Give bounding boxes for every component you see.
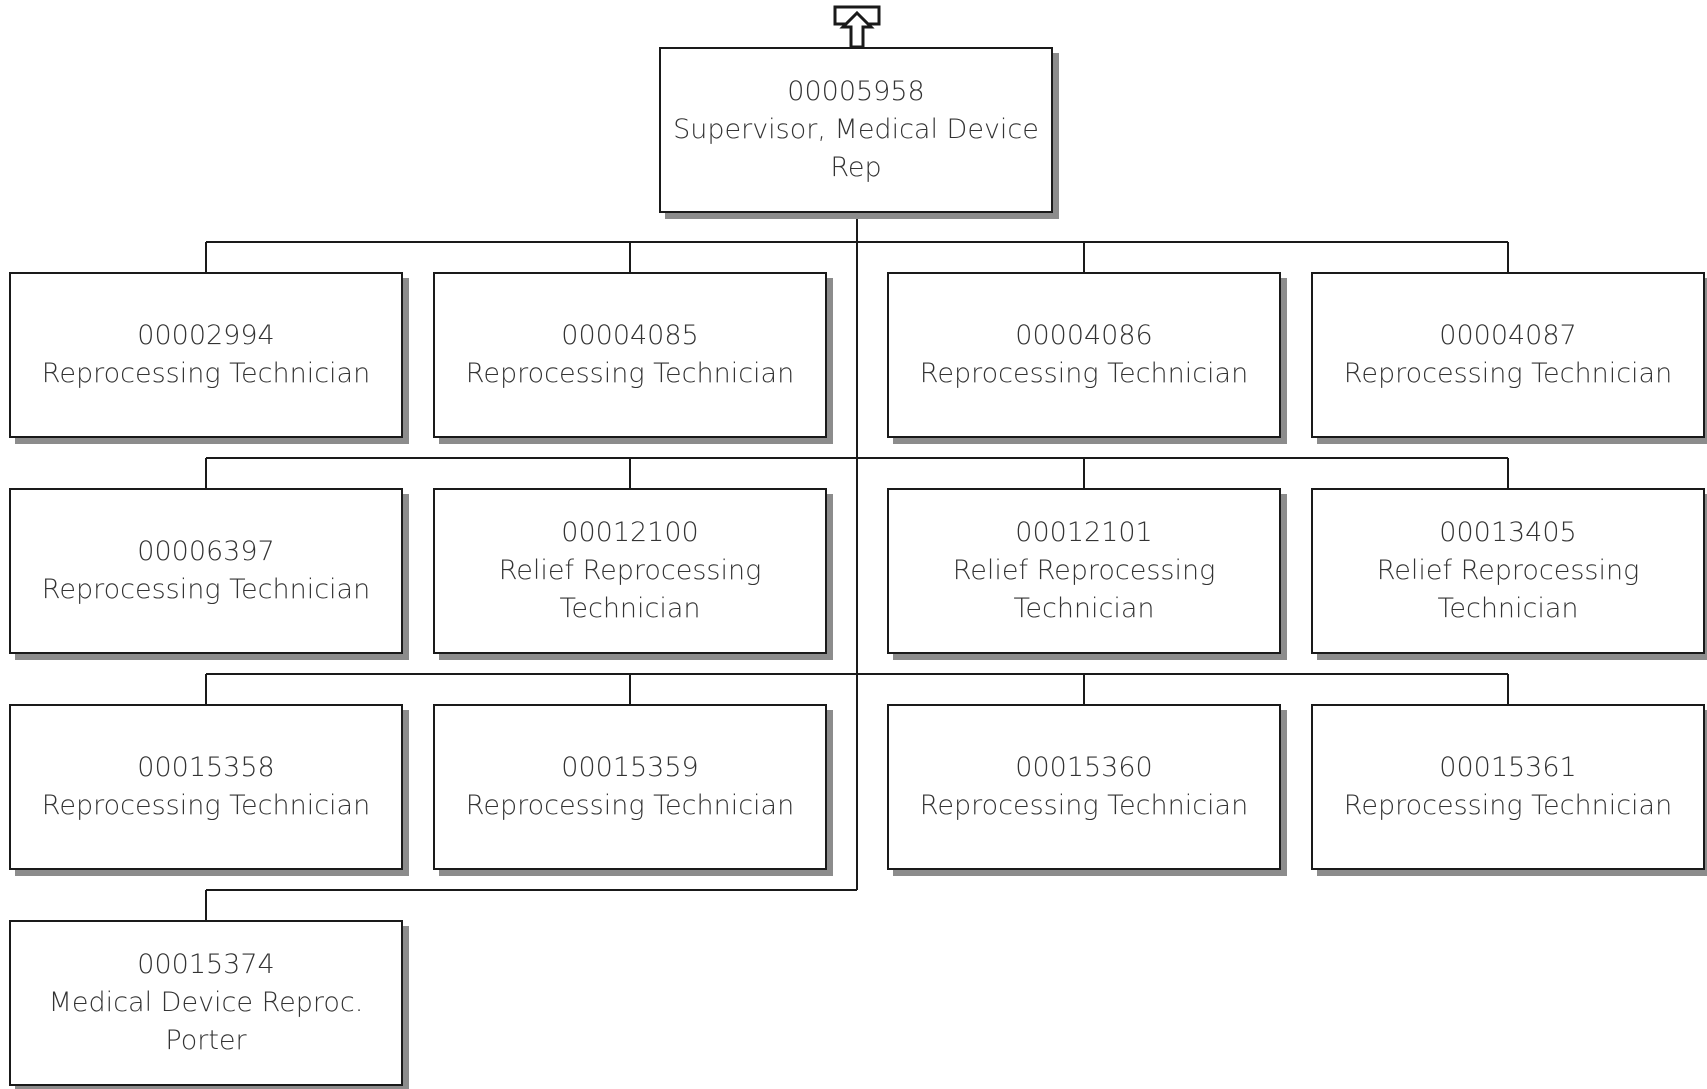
position-title: Reprocessing Technician: [919, 358, 1249, 389]
position-title: Supervisor, Medical Device Rep: [673, 114, 1039, 183]
position-id: 00012100: [561, 517, 699, 548]
position-title: Relief Reprocessing Technician: [952, 555, 1216, 624]
root-position-box[interactable]: 00005958 Supervisor, Medical Device Rep: [659, 47, 1053, 213]
position-id: 00006397: [137, 536, 275, 567]
position-id: 00015359: [561, 752, 699, 783]
position-id: 00004086: [1015, 320, 1153, 351]
position-title: Reprocessing Technician: [1343, 790, 1673, 821]
position-id: 00005958: [787, 76, 925, 107]
position-title: Reprocessing Technician: [919, 790, 1249, 821]
position-title: Medical Device Reproc. Porter: [48, 987, 364, 1056]
position-id: 00004085: [561, 320, 699, 351]
position-title: Reprocessing Technician: [465, 358, 795, 389]
position-title: Reprocessing Technician: [41, 790, 371, 821]
navigate-up-icon[interactable]: [833, 5, 881, 49]
position-id: 00012101: [1015, 517, 1153, 548]
position-id: 00015358: [137, 752, 275, 783]
position-id: 00004087: [1439, 320, 1577, 351]
position-id: 00015360: [1015, 752, 1153, 783]
position-title: Relief Reprocessing Technician: [498, 555, 762, 624]
position-id: 00013405: [1439, 517, 1577, 548]
position-id: 00015374: [137, 949, 275, 980]
position-title: Reprocessing Technician: [465, 790, 795, 821]
position-id: 00002994: [137, 320, 275, 351]
position-title: Reprocessing Technician: [41, 574, 371, 605]
position-title: Reprocessing Technician: [1343, 358, 1673, 389]
position-title: Relief Reprocessing Technician: [1376, 555, 1640, 624]
position-id: 00015361: [1439, 752, 1577, 783]
position-title: Reprocessing Technician: [41, 358, 371, 389]
